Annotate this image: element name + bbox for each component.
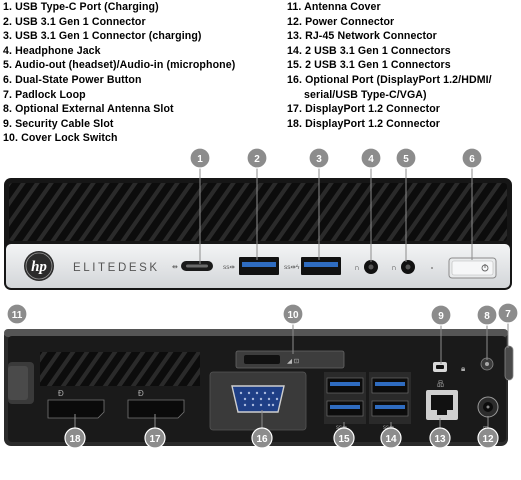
svg-text:15: 15: [338, 434, 350, 445]
displayport-icon-2: Ð: [138, 389, 144, 398]
callout-16: 16: [251, 427, 273, 449]
displayport-1[interactable]: [47, 399, 105, 419]
svg-text:12: 12: [482, 434, 494, 445]
usb-a-port-rear-1-tongue: [330, 382, 360, 386]
rear-top-edge: [4, 329, 508, 337]
headphone-jack-hole: [368, 264, 374, 270]
legend-item-13: 13. RJ-45 Network Connector: [287, 30, 437, 43]
antenna-cover-face: [8, 366, 28, 400]
legend-item-10: 10. Cover Lock Switch: [3, 132, 118, 145]
legend-item-17: 17. DisplayPort 1.2 Connector: [287, 103, 441, 116]
padlock-icon: 🔒︎: [461, 364, 465, 373]
legend-item-12: 12. Power Connector: [287, 15, 395, 28]
svg-text:18: 18: [69, 434, 81, 445]
callout-2: 2: [246, 147, 268, 169]
svg-text:10: 10: [287, 310, 299, 321]
displayport-icon-1: Ð: [58, 389, 64, 398]
callout-9: 9: [430, 304, 452, 326]
displayport-2[interactable]: [127, 399, 185, 419]
usb-a-port-rear-4-tongue: [375, 405, 405, 409]
svg-text:7: 7: [505, 309, 511, 320]
callout-15: 15: [333, 427, 355, 449]
headphone-icon: ∩: [354, 263, 360, 272]
legend-item-2: 2. USB 3.1 Gen 1 Connector: [3, 15, 146, 28]
legend-item-8: 8. Optional External Antenna Slot: [3, 103, 174, 116]
callout-1: 1: [189, 147, 211, 169]
legend-item-9: 9. Security Cable Slot: [3, 117, 114, 130]
callout-13: 13: [429, 427, 451, 449]
callout-4: 4: [360, 147, 382, 169]
usb-a-port-rear-3-tongue: [375, 382, 405, 386]
headset-jack-hole: [405, 264, 411, 270]
svg-text:2: 2: [254, 154, 260, 165]
usb-c-tongue: [186, 264, 208, 268]
svg-text:1: 1: [197, 154, 203, 165]
legend-item-18: 18. DisplayPort 1.2 Connector: [287, 117, 441, 130]
legend-right: 11. Antenna Cover 12. Power Connector 13…: [287, 0, 492, 131]
usb-c-icon: ⇹: [172, 264, 178, 271]
usb-a-port-front-1-tongue: [242, 262, 276, 267]
drive-led: [431, 267, 433, 269]
legend-item-3: 3. USB 3.1 Gen 1 Connector (charging): [3, 30, 202, 43]
callout-14: 14: [380, 427, 402, 449]
svg-text:4: 4: [368, 154, 374, 165]
model-label: ELITEDESK: [73, 262, 160, 274]
callout-18: 18: [64, 427, 86, 449]
usb-a-port-front-2-tongue: [304, 262, 338, 267]
callout-5: 5: [395, 147, 417, 169]
power-button-face: [451, 260, 494, 276]
rj45-opening: [431, 395, 453, 415]
headset-icon: ∩: [391, 263, 397, 272]
security-cable-slot-hole: [436, 365, 444, 369]
usb-a-port-rear-2-tongue: [330, 405, 360, 409]
external-antenna-slot-pin: [485, 362, 489, 366]
rear-view: Ð Ð ◢ ⊡ ss⇹ ss⇹ 🔒︎: [4, 329, 514, 446]
vga-pins: [239, 391, 279, 407]
legend-item-5: 5. Audio-out (headset)/Audio-in (microph…: [3, 59, 236, 72]
callout-lines: [74, 168, 509, 428]
callout-11: 11: [6, 303, 28, 325]
hp-logo-text: hp: [31, 259, 47, 275]
cover-lock-slider: [244, 355, 280, 364]
svg-text:16: 16: [256, 434, 268, 445]
callout-10: 10: [282, 303, 304, 325]
svg-text:5: 5: [403, 154, 409, 165]
callout-6: 6: [461, 147, 483, 169]
power-connector-pin: [486, 405, 490, 409]
legend-item-16-cont: serial/USB Type-C/VGA): [304, 88, 427, 101]
svg-text:6: 6: [469, 154, 475, 165]
legend-item-1: 1. USB Type-C Port (Charging): [3, 1, 159, 13]
svg-text:11: 11: [12, 310, 23, 321]
callout-17: 17: [144, 427, 166, 449]
callout-12: 12: [477, 427, 499, 449]
padlock-loop[interactable]: [504, 345, 514, 381]
rear-vent: [40, 352, 200, 386]
legend-item-4: 4. Headphone Jack: [3, 44, 101, 57]
front-vent-grille: [9, 183, 507, 241]
legend-item-16: 16. Optional Port (DisplayPort 1.2/HDMI/: [287, 73, 492, 86]
legend-left: 1. USB Type-C Port (Charging) 2. USB 3.1…: [3, 0, 235, 146]
svg-text:8: 8: [484, 311, 490, 322]
callout-3: 3: [308, 147, 330, 169]
legend-item-7: 7. Padlock Loop: [3, 88, 86, 101]
svg-text:13: 13: [434, 434, 446, 445]
legend-item-11: 11. Antenna Cover: [287, 1, 381, 13]
legend-item-15: 15. 2 USB 3.1 Gen 1 Connectors: [287, 59, 451, 72]
legend-item-14: 14. 2 USB 3.1 Gen 1 Connectors: [287, 44, 451, 57]
callout-bubbles: 1 2 3 4 5 6 7 8 9 10 11 12 13 14 15 16 1…: [6, 147, 519, 449]
network-icon: 品: [437, 380, 444, 388]
lock-icon: ◢ ⊡: [287, 358, 300, 365]
hp-logo: hp: [24, 251, 54, 281]
callout-7: 7: [497, 302, 519, 324]
svg-text:9: 9: [438, 311, 444, 322]
front-view: hp ELITEDESK ⇹ ss⇹ ss⇹ϟ ∩ ∩: [4, 178, 512, 290]
svg-text:14: 14: [385, 434, 397, 445]
svg-text:17: 17: [149, 434, 161, 445]
legend-item-6: 6. Dual-State Power Button: [3, 73, 142, 86]
ss-usb-charge-icon: ss⇹ϟ: [284, 264, 300, 271]
svg-text:3: 3: [316, 154, 322, 165]
ss-usb-icon: ss⇹: [223, 264, 236, 271]
callout-8: 8: [476, 304, 498, 326]
